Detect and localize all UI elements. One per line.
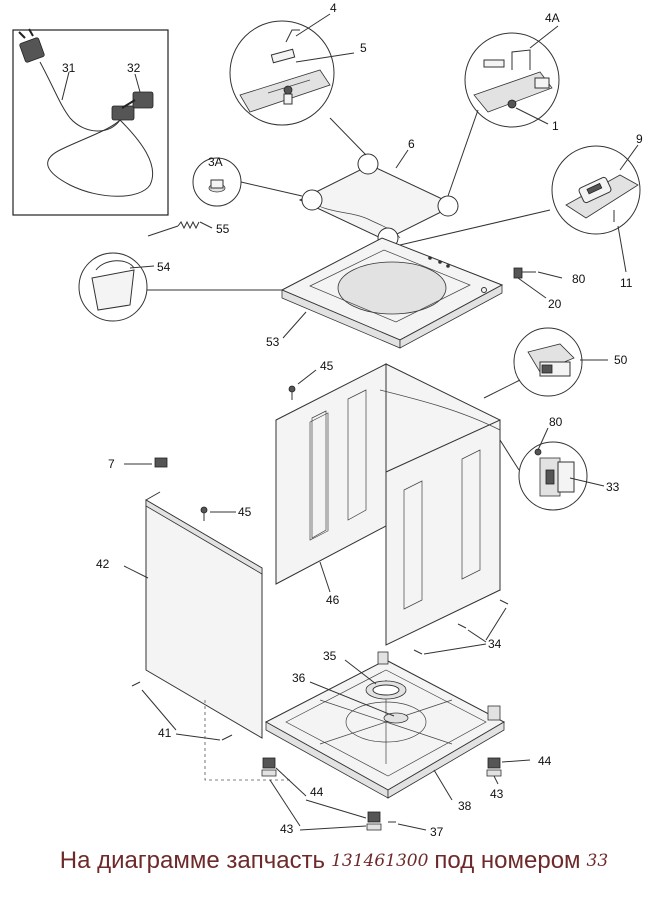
screw-45-left bbox=[200, 506, 236, 521]
callout-50: 50 bbox=[614, 353, 628, 367]
caption-prefix: На диаграмме запчасть bbox=[59, 847, 326, 874]
detail-bubble-dispenser bbox=[78, 252, 282, 322]
callout-45-top: 45 bbox=[320, 359, 334, 373]
cabinet-panels bbox=[275, 363, 501, 646]
screws-41 bbox=[131, 681, 290, 781]
callout-45-left: 45 bbox=[238, 505, 252, 519]
detail-bubble-bumper bbox=[192, 157, 303, 207]
power-cord-inset bbox=[12, 28, 169, 216]
screw-part-top bbox=[513, 267, 563, 299]
callout-3a: 3A bbox=[208, 155, 223, 169]
callout-5: 5 bbox=[360, 41, 367, 55]
callout-36: 36 bbox=[292, 671, 306, 685]
callout-44-right: 44 bbox=[538, 754, 552, 768]
callout-11: 11 bbox=[620, 276, 633, 290]
detail-bubble-50 bbox=[483, 327, 608, 399]
callout-9: 9 bbox=[636, 132, 643, 146]
top-cover bbox=[280, 237, 504, 349]
callout-43-right: 43 bbox=[490, 787, 504, 801]
detail-bubble-hinge-right bbox=[464, 32, 560, 128]
callout-35: 35 bbox=[323, 649, 337, 663]
front-panel bbox=[123, 457, 263, 739]
callout-55: 55 bbox=[216, 222, 230, 236]
screws-34 bbox=[413, 599, 509, 655]
detail-bubble-hinge-left bbox=[229, 20, 335, 126]
diagram-caption: На диаграмме запчасть 131461300 под номе… bbox=[0, 836, 668, 886]
callout-20: 20 bbox=[548, 297, 562, 311]
callout-6: 6 bbox=[408, 137, 415, 151]
screw-45-top bbox=[288, 369, 317, 400]
callout-44-left: 44 bbox=[310, 785, 324, 799]
callout-80-bubble: 80 bbox=[549, 415, 563, 429]
callout-80-top: 80 bbox=[572, 272, 586, 286]
callout-43-left: 43 bbox=[280, 822, 294, 836]
leveling-feet bbox=[261, 757, 531, 831]
caption-middle: под номером bbox=[434, 847, 581, 874]
callout-38: 38 bbox=[458, 799, 472, 813]
lid-assembly bbox=[298, 109, 479, 249]
callout-53: 53 bbox=[266, 335, 280, 349]
callout-37: 37 bbox=[430, 825, 444, 839]
callout-1: 1 bbox=[552, 119, 559, 133]
callout-32: 32 bbox=[127, 61, 141, 75]
detail-bubble-lid-switch bbox=[399, 145, 641, 246]
caption-part-number: 131461300 bbox=[331, 851, 429, 871]
spring-part bbox=[147, 220, 213, 237]
callout-46: 46 bbox=[326, 593, 340, 607]
callout-4a: 4A bbox=[545, 11, 560, 25]
callout-4: 4 bbox=[330, 1, 337, 15]
detail-bubble-part-33 bbox=[499, 427, 605, 511]
base-frame bbox=[264, 651, 506, 799]
callout-41: 41 bbox=[158, 726, 172, 740]
callout-7: 7 bbox=[108, 457, 115, 471]
callout-34: 34 bbox=[488, 637, 502, 651]
caption-item-number: 33 bbox=[586, 851, 609, 871]
callout-31: 31 bbox=[62, 61, 76, 75]
callout-33: 33 bbox=[606, 480, 620, 494]
callout-54: 54 bbox=[157, 260, 171, 274]
callout-42: 42 bbox=[96, 557, 110, 571]
